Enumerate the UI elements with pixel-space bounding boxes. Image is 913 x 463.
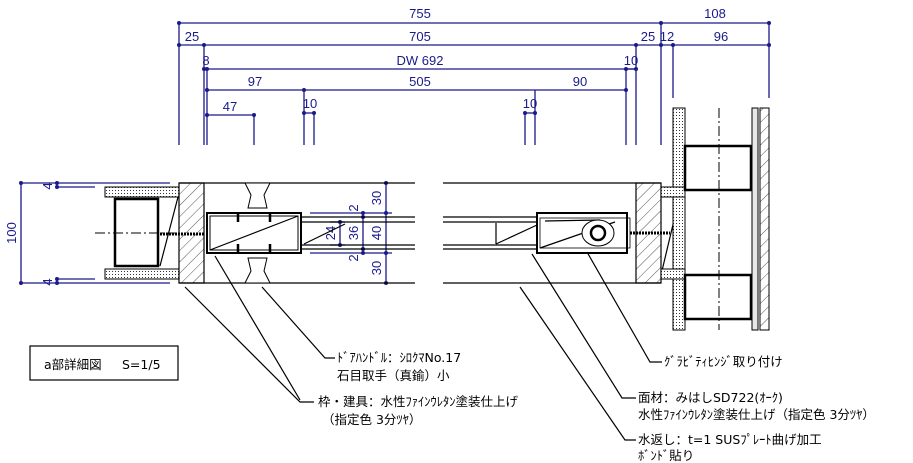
gravity-hinge <box>536 194 681 276</box>
dim-2-bottom: 2 <box>346 254 361 261</box>
annotation-face-2: 水性ﾌｧｲﾝｳﾚﾀﾝ塗装仕上げ（指定色 3分ﾂﾔ） <box>638 407 875 422</box>
dim-36: 36 <box>346 226 361 240</box>
dim-10-stile-left: 10 <box>303 96 317 111</box>
dim-100: 100 <box>4 222 19 244</box>
dim-10-stile-right: 10 <box>523 96 537 111</box>
dim-dw-692: DW 692 <box>397 53 444 68</box>
door-panel <box>301 216 538 250</box>
title-box: a部詳細図 S=1/5 <box>29 345 179 381</box>
dimension-door-thickness: 30 40 30 2 36 2 24 <box>310 181 392 285</box>
dim-108: 108 <box>704 6 726 21</box>
dim-4-bottom: 4 <box>40 278 55 285</box>
annotation-drip-1: 水返し：t=1 SUSﾌﾟﾚｰﾄ曲げ加工 <box>638 432 822 447</box>
dim-30-bottom: 30 <box>369 261 384 275</box>
dim-2-top: 2 <box>346 204 361 211</box>
dimension-wall-left: 100 4 4 <box>4 181 170 286</box>
dim-755: 755 <box>409 6 431 21</box>
annotation-face-1: 面材：みはしSD722(ｵｰｸ) <box>638 390 783 405</box>
dim-96: 96 <box>714 29 728 44</box>
dim-30-top: 30 <box>369 191 384 205</box>
dim-40: 40 <box>369 226 384 240</box>
right-wall <box>660 107 770 331</box>
annotation-frame-1: 枠・建具：水性ﾌｧｲﾝｳﾚﾀﾝ塗装仕上げ <box>318 394 519 409</box>
title-label: a部詳細図 <box>44 357 102 372</box>
dim-10-door-gap: 10 <box>624 53 638 68</box>
dim-25-left: 25 <box>185 29 199 44</box>
dim-97: 97 <box>248 74 262 89</box>
door-frame <box>160 182 662 284</box>
annotation-hinge: ｸﾞﾗﾋﾞﾃｨﾋﾝｼﾞ取り付け <box>664 354 783 369</box>
annotation-drip-2: ﾎﾞﾝﾄﾞ貼り <box>638 448 694 463</box>
annotation-handle-1: ﾄﾞｱﾊﾝﾄﾞﾙ：ｼﾛｸﾏNo.17 <box>337 350 461 365</box>
annotation-handle-2: 石目取手（真鍮）小 <box>337 368 450 383</box>
dim-12: 12 <box>660 29 674 44</box>
dim-8: 8 <box>202 53 209 68</box>
door-handle <box>206 182 302 284</box>
leaders <box>184 251 662 441</box>
dim-90: 90 <box>573 74 587 89</box>
dimension-chain-top: 755 108 25 705 25 12 96 8 DW 692 10 97 5… <box>177 6 771 145</box>
dim-25-right: 25 <box>641 29 655 44</box>
dim-505: 505 <box>409 74 431 89</box>
dim-4-top: 4 <box>40 182 55 189</box>
dim-705: 705 <box>409 29 431 44</box>
annotation-frame-2: （指定色 3分ﾂﾔ） <box>322 412 421 427</box>
title-scale: S=1/5 <box>122 357 161 372</box>
dim-47: 47 <box>223 99 237 114</box>
